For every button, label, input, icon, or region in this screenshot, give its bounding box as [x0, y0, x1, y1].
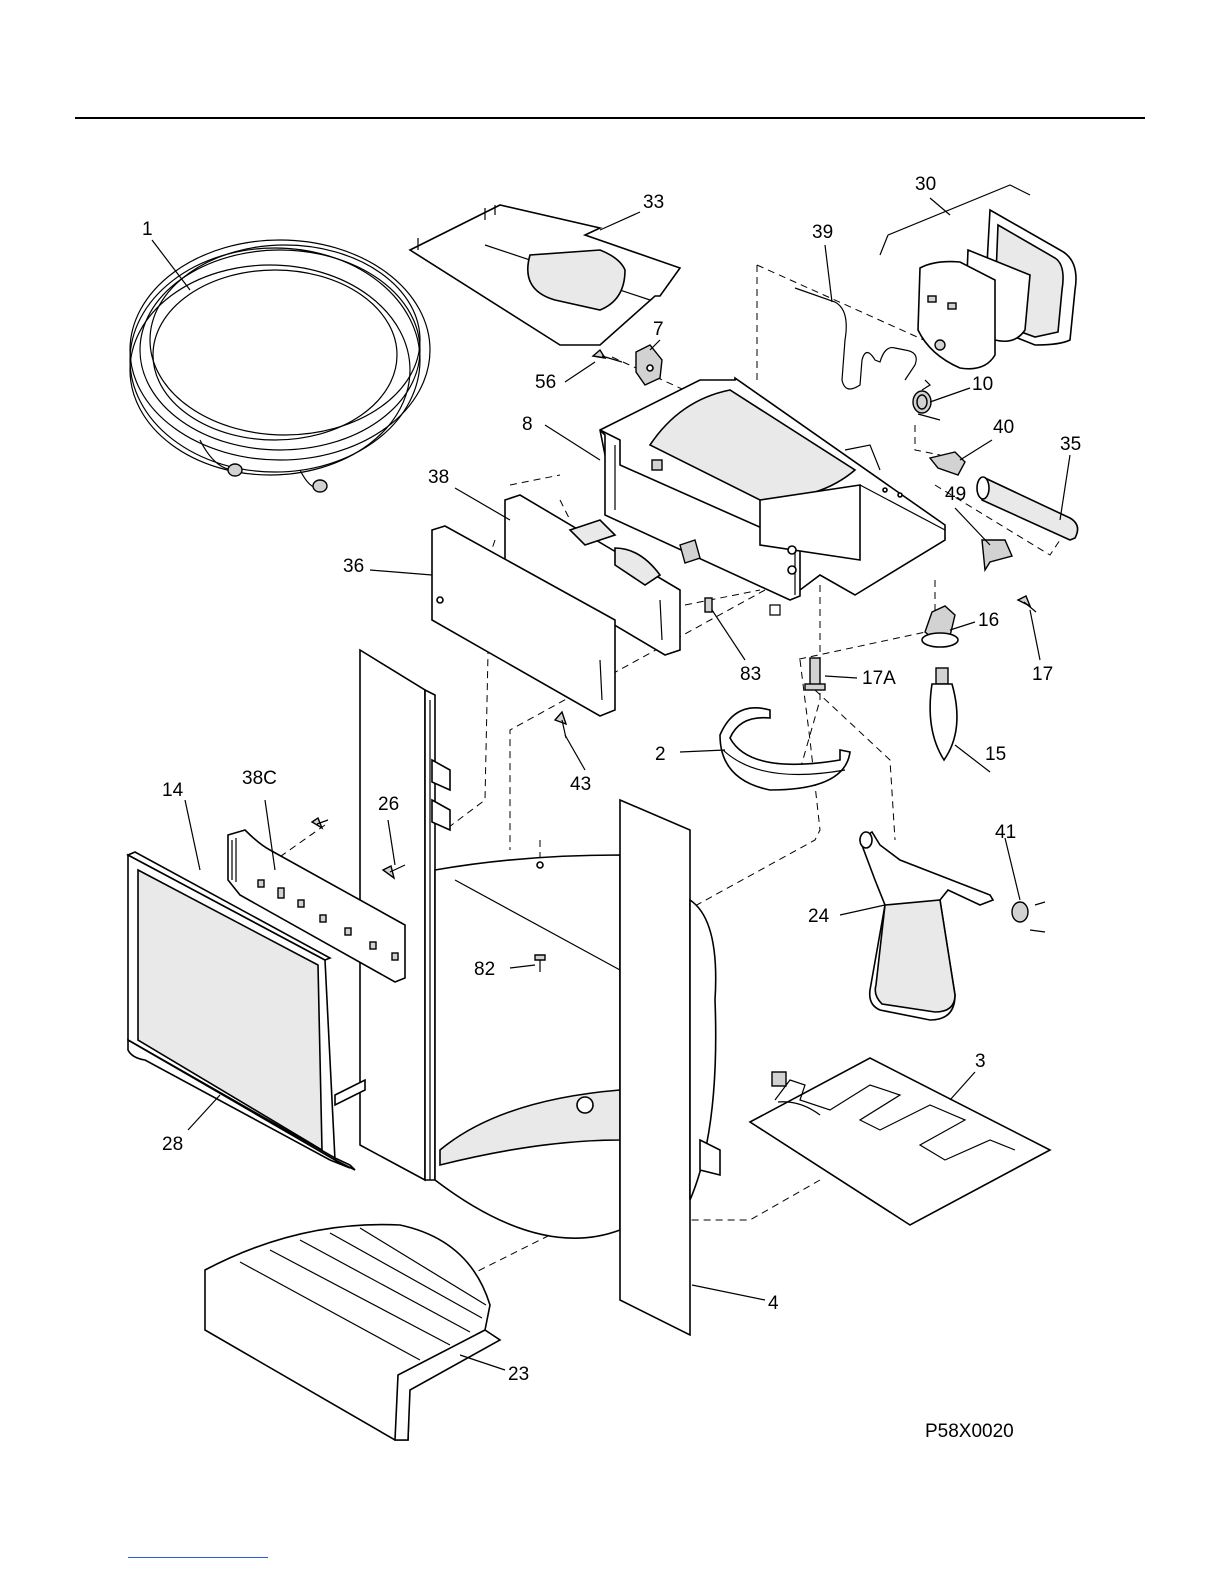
- screw-part-17: [1018, 596, 1036, 612]
- callout-56: 56: [535, 372, 556, 393]
- actuator-wire-part: [795, 288, 916, 389]
- callout-16: 16: [978, 610, 999, 631]
- spring-part-41: [1012, 902, 1045, 932]
- callout-35: 35: [1060, 434, 1081, 455]
- callout-30: 30: [915, 174, 936, 195]
- callout-23: 23: [508, 1364, 529, 1385]
- screw-part-43: [555, 712, 566, 738]
- callout-8: 8: [522, 414, 533, 435]
- callout-14: 14: [162, 780, 184, 801]
- callout-7: 7: [653, 319, 664, 340]
- solenoid-part-35: [977, 477, 1078, 540]
- callout-2: 2: [655, 744, 666, 765]
- switch-block-part: [636, 345, 662, 385]
- trim-ring-part: [720, 708, 850, 790]
- callout-82: 82: [474, 959, 495, 980]
- fastener-part-83: [705, 598, 712, 612]
- callout-83: 83: [740, 664, 761, 685]
- callout-26: 26: [378, 794, 399, 815]
- tubing-coil-part: [130, 240, 430, 492]
- heater-pad-part: [750, 1058, 1050, 1225]
- screw-part-56: [593, 350, 622, 362]
- lever-part-40: [930, 452, 965, 475]
- callout-24: 24: [808, 906, 830, 927]
- screw-part-17a: [805, 658, 825, 690]
- cover-plate-part: [410, 205, 680, 345]
- callout-39: 39: [812, 222, 833, 243]
- callout-36: 36: [343, 556, 364, 577]
- callout-17: 17: [1032, 664, 1053, 685]
- callout-28: 28: [162, 1134, 183, 1155]
- callout-33: 33: [643, 192, 664, 213]
- callout-15: 15: [985, 744, 1006, 765]
- callout-10: 10: [972, 374, 993, 395]
- callout-41: 41: [995, 822, 1016, 843]
- door-assembly-part: [880, 185, 1076, 369]
- callout-3: 3: [975, 1051, 986, 1072]
- callout-49: 49: [945, 484, 966, 505]
- drip-tray-part: [205, 1225, 500, 1440]
- callout-4: 4: [768, 1293, 779, 1314]
- dispenser-paddle-part: [860, 832, 993, 1020]
- callout-43: 43: [570, 774, 591, 795]
- callout-40: 40: [993, 417, 1014, 438]
- callout-17a: 17A: [862, 668, 896, 689]
- screw-small-top: [312, 818, 328, 828]
- callout-38c: 38C: [242, 768, 277, 789]
- clip-part-49: [982, 540, 1012, 570]
- drawing-number: P58X0020: [925, 1421, 1014, 1442]
- callout-38: 38: [428, 467, 449, 488]
- lamp-socket-part: [922, 606, 958, 647]
- callout-1: 1: [142, 219, 153, 240]
- lamp-bulb-part: [930, 668, 957, 760]
- footer-link-rule: [128, 1557, 268, 1558]
